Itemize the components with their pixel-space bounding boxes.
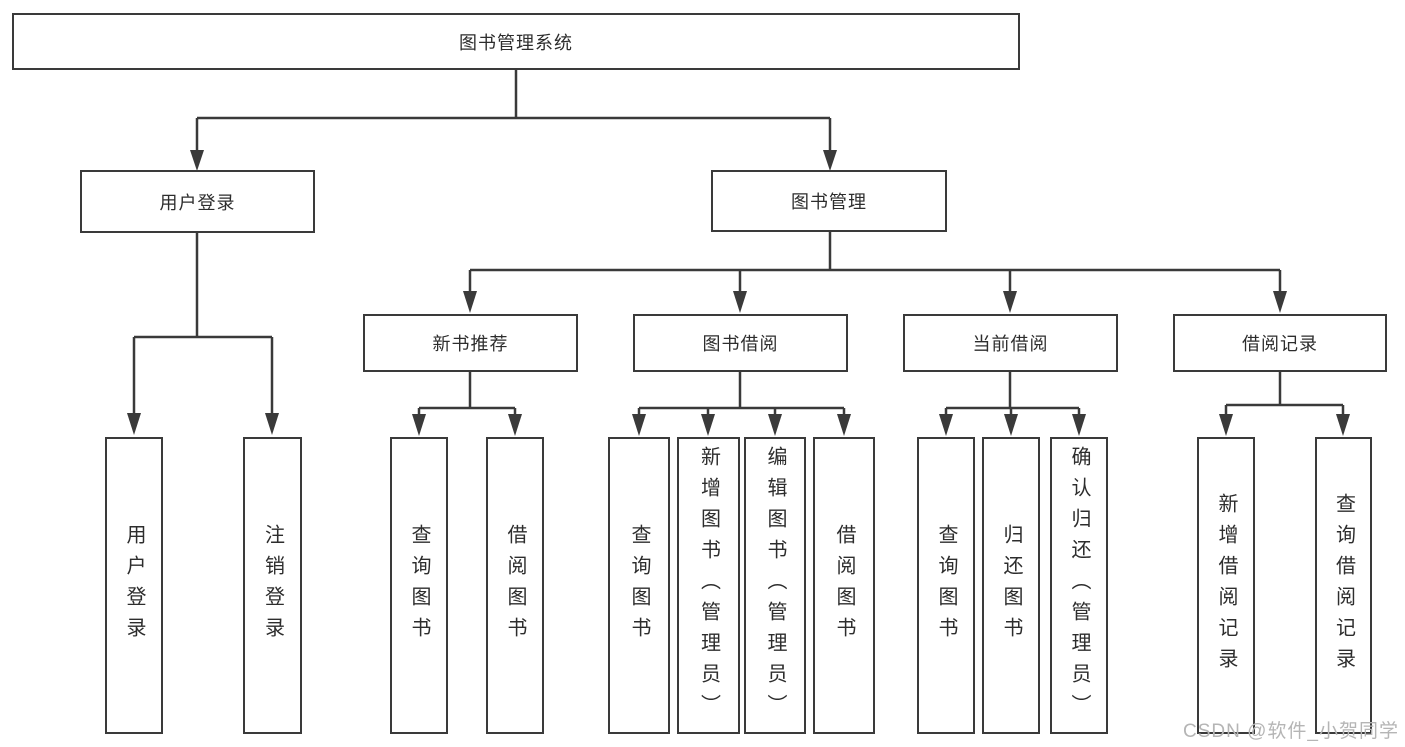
connector-book-management-to-level3 [463,232,1287,313]
node-user-login-leaf: 用户登录 [105,437,163,734]
node-logout-leaf: 注销登录 [243,437,302,734]
node-query-book-current: 查询图书 [917,437,975,734]
node-borrowing-records: 借阅记录 [1173,314,1387,372]
node-borrow-book-leaf: 借阅图书 [813,437,875,734]
node-confirm-return-admin: 确认归还（管理员） [1050,437,1108,734]
node-borrow-book-recommend: 借阅图书 [486,437,544,734]
node-book-management: 图书管理 [711,170,947,232]
connector-root-to-level2 [190,70,837,171]
node-add-borrow-record: 新增借阅记录 [1197,437,1255,734]
node-user-login: 用户登录 [80,170,315,233]
node-query-book-recommend: 查询图书 [390,437,448,734]
csdn-watermark: CSDN @软件_小贺同学 [1183,721,1399,742]
node-library-management-system: 图书管理系统 [12,13,1020,70]
connector-book-borrow-children [632,372,851,436]
node-query-borrow-record: 查询借阅记录 [1315,437,1372,734]
node-current-borrowing: 当前借阅 [903,314,1118,372]
node-book-borrowing: 图书借阅 [633,314,848,372]
node-return-book: 归还图书 [982,437,1040,734]
node-new-book-recommendation: 新书推荐 [363,314,578,372]
node-query-book-borrow: 查询图书 [608,437,670,734]
connector-new-book-children [412,372,522,436]
connector-borrow-record-children [1219,372,1350,436]
node-add-book-admin: 新增图书（管理员） [677,437,740,734]
node-edit-book-admin: 编辑图书（管理员） [744,437,806,734]
connector-current-borrow-children [939,372,1086,436]
connector-user-login-children [127,233,279,435]
